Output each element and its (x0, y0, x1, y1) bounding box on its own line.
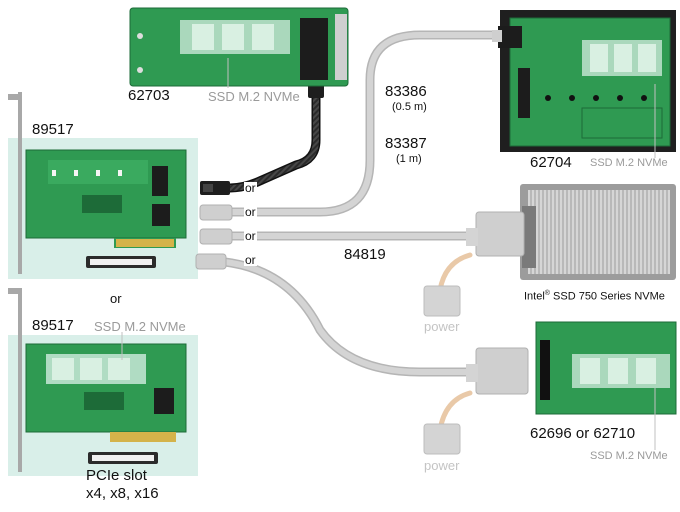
label-or-3: or (244, 229, 257, 243)
label-power-2: power (424, 458, 460, 473)
label-or-1: or (244, 181, 257, 195)
label-62703: 62703 (128, 87, 170, 104)
label-power-1: power (424, 319, 460, 334)
label-89517-upper: 89517 (32, 121, 74, 138)
adapter-62703 (129, 7, 349, 88)
label-pcie-lanes: x4, x8, x16 (86, 485, 159, 502)
label-83386-length: (0.5 m) (392, 101, 427, 113)
gray-cable-connectors (195, 204, 233, 270)
label-62696-62710: 62696 or 62710 (530, 425, 636, 442)
label-or-4: or (244, 253, 257, 267)
label-62696-ssd: SSD M.2 NVMe (590, 450, 668, 462)
label-83387-length: (1 m) (396, 153, 422, 165)
label-or-between-cards: or (110, 291, 122, 306)
label-62704: 62704 (530, 154, 572, 171)
pcie-card-upper (8, 92, 187, 274)
label-or-2: or (244, 205, 257, 219)
label-83386: 83386 (385, 83, 427, 100)
pcie-card-lower (8, 288, 187, 472)
intel-ssd-750 (423, 184, 676, 317)
label-62704-ssd: SSD M.2 NVMe (590, 157, 668, 169)
label-89517-lower: 89517 (32, 317, 74, 334)
frame-adapter-62704 (492, 10, 676, 158)
label-intel-ssd: Intel® SSD 750 Series NVMe (524, 290, 665, 303)
label-89517-lower-ssd: SSD M.2 NVMe (94, 319, 186, 334)
u2-adapter-62696 (423, 321, 677, 455)
label-pcie-slot: PCIe slot (86, 467, 147, 484)
label-62703-ssd: SSD M.2 NVMe (208, 89, 300, 104)
label-83387: 83387 (385, 135, 427, 152)
label-84819: 84819 (344, 246, 386, 263)
